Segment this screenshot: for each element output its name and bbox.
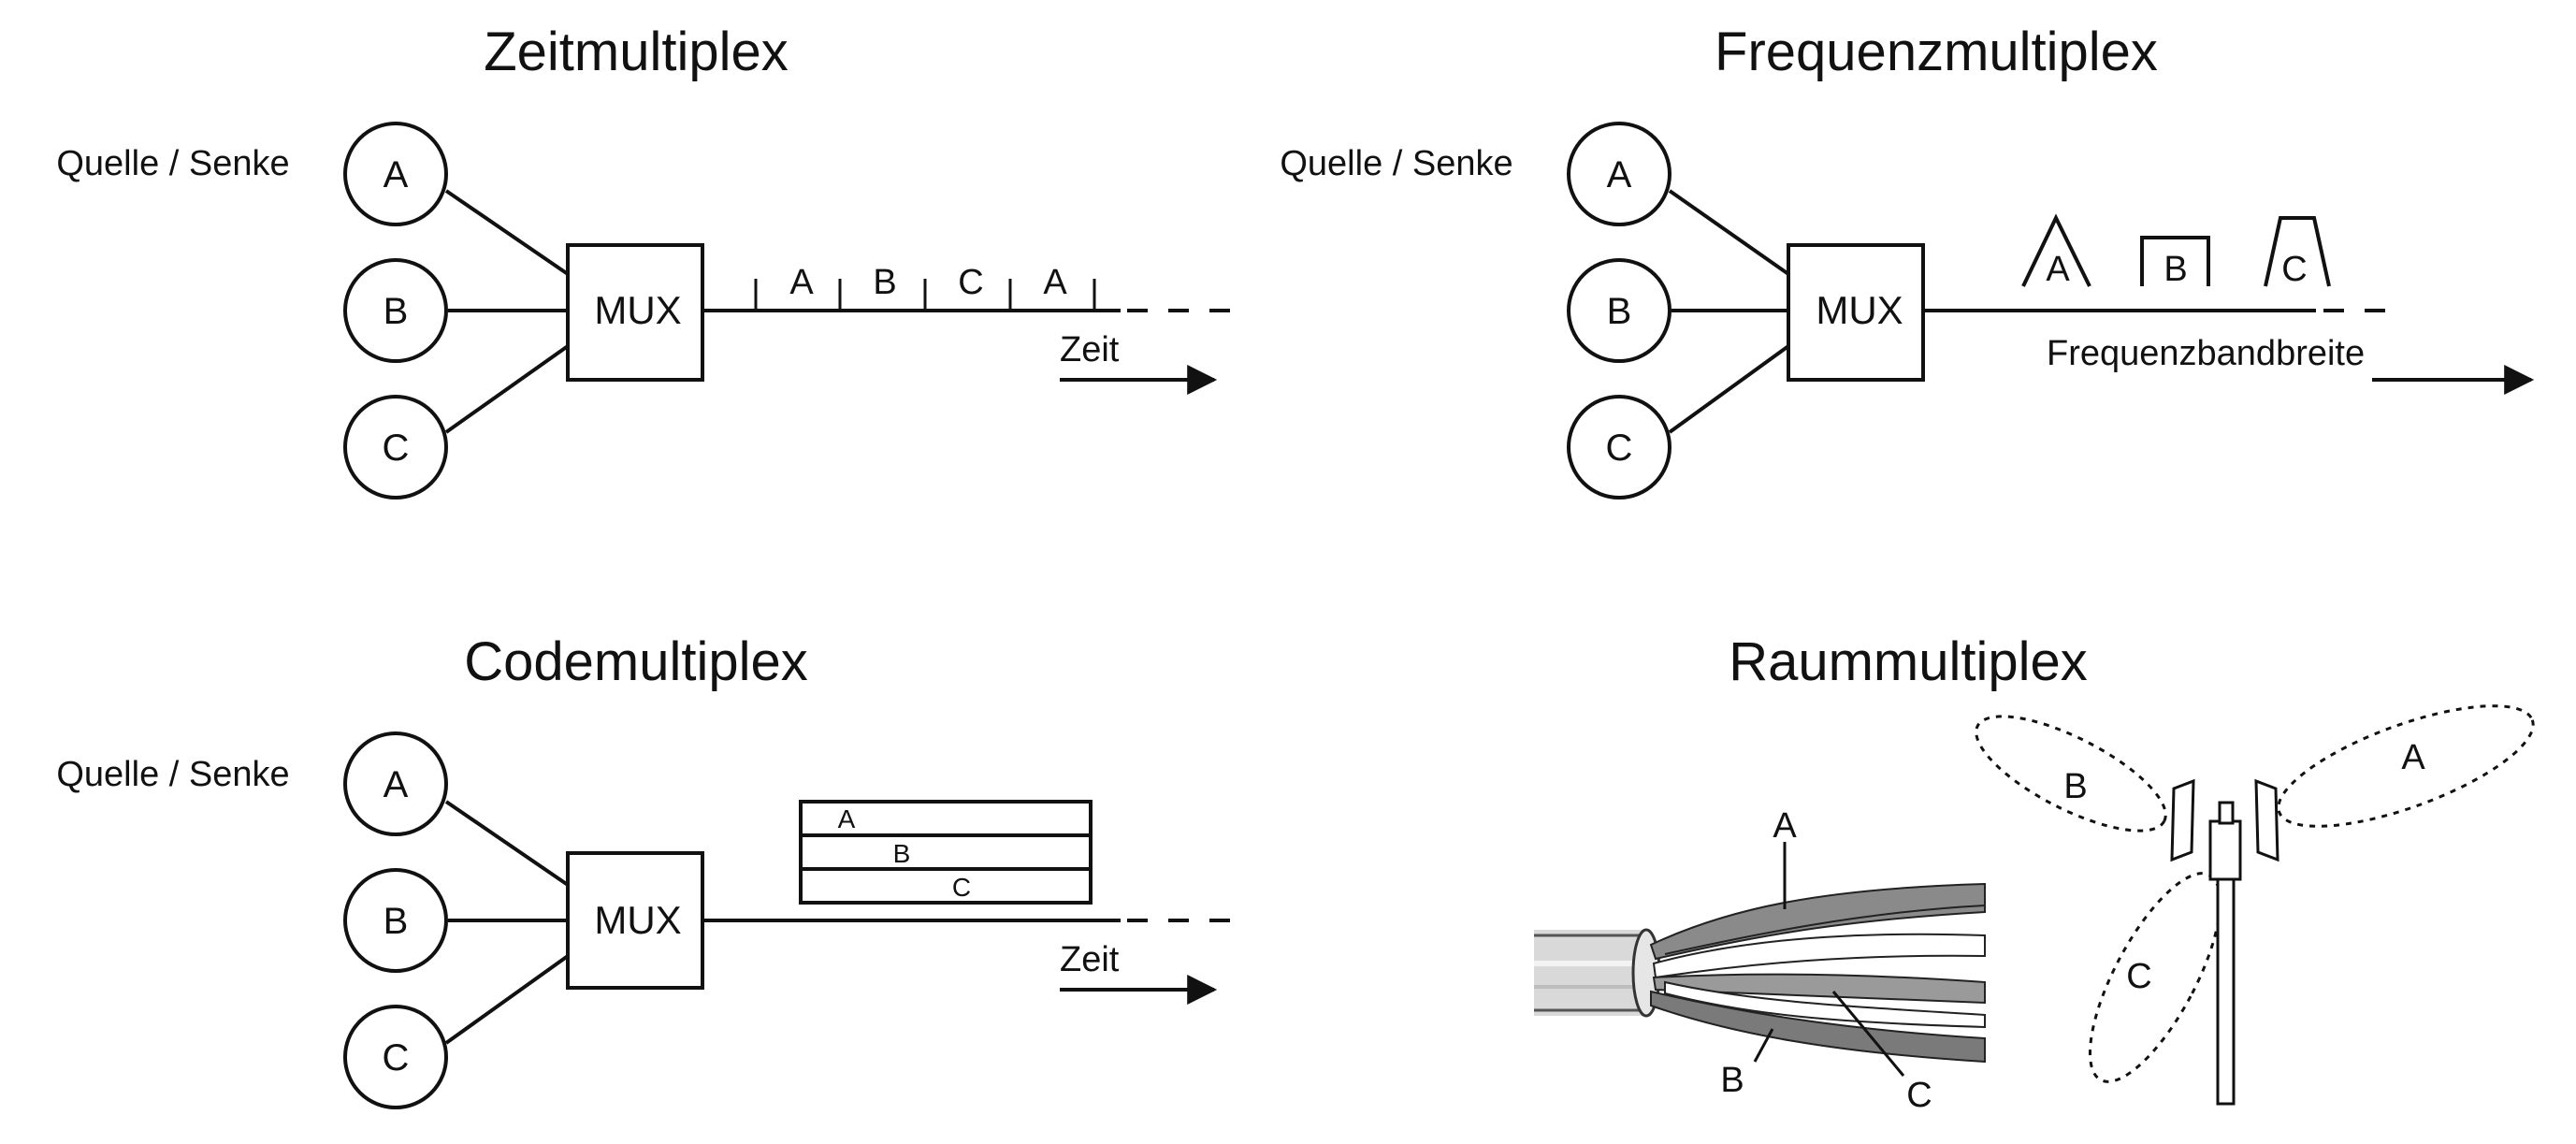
code-source-label: Quelle / Senke xyxy=(56,755,289,794)
cable-pointer-c xyxy=(1831,991,1905,1077)
time-node-b xyxy=(343,258,448,363)
cable-label-b: B xyxy=(1720,1061,1744,1100)
space-multiplex-panel: Raummultiplex A B C xyxy=(1534,631,2535,1115)
frequency-band-a-shape xyxy=(2021,213,2091,287)
time-node-c xyxy=(343,395,448,500)
frequency-node-c xyxy=(1567,395,1672,500)
space-multiplex-title: Raummultiplex xyxy=(1729,631,2088,692)
cable-label-c: C xyxy=(1906,1076,1932,1115)
time-node-c-label: C xyxy=(383,427,410,469)
time-node-a xyxy=(343,122,448,226)
antenna-panel-right xyxy=(2254,778,2279,862)
time-multiplex-panel: Zeitmultiplex Quelle / Senke A B C MUX A… xyxy=(56,22,1239,500)
time-mux-label: MUX xyxy=(594,288,681,332)
cable-label-a: A xyxy=(1773,806,1797,846)
antenna-mast-illustration xyxy=(1975,704,2535,1106)
frequency-multiplex-panel: Frequenzmultiplex Quelle / Senke A B C M… xyxy=(1280,22,2535,500)
frequency-band-c-shape xyxy=(2264,216,2331,287)
code-node-c-label: C xyxy=(383,1037,410,1079)
antenna-lobe-b xyxy=(1975,715,2167,833)
cable-wire xyxy=(1652,973,1986,1005)
antenna-label-c: C xyxy=(2126,957,2151,996)
frequency-band-a-label: A xyxy=(2046,250,2070,289)
cable-wire xyxy=(1650,990,1986,1064)
time-multiplex-title: Zeitmultiplex xyxy=(484,22,789,82)
frequency-axis-label: Frequenzbandbreite xyxy=(2047,334,2365,373)
time-source-label: Quelle / Senke xyxy=(56,144,289,183)
frequency-band-b-label: B xyxy=(2164,250,2187,289)
frequency-link-c xyxy=(1668,344,1790,434)
cable-bundle-illustration xyxy=(1534,882,1986,1064)
cable-jacket xyxy=(1534,930,1644,1016)
code-node-c xyxy=(343,1005,448,1109)
antenna-mast xyxy=(2216,859,2236,1106)
code-b-label: B xyxy=(893,839,911,868)
frequency-band-b-shape xyxy=(2140,236,2210,286)
frequency-source-label: Quelle / Senke xyxy=(1280,144,1512,183)
cable-wire xyxy=(1664,980,1986,1029)
frequency-node-a xyxy=(1567,122,1672,226)
time-slot-a1: A xyxy=(789,263,814,302)
frequency-node-c-label: C xyxy=(1606,427,1633,469)
code-node-a xyxy=(343,731,448,836)
code-a-label: A xyxy=(838,804,856,833)
time-axis-label: Zeit xyxy=(1060,330,1120,369)
frequency-mux-label: MUX xyxy=(1816,288,1903,332)
code-c-label: C xyxy=(952,873,971,902)
code-link-c xyxy=(444,954,570,1045)
antenna-head xyxy=(2208,819,2242,881)
time-link-c xyxy=(444,344,570,434)
cable-wire xyxy=(1652,933,1986,979)
time-slot-a2: A xyxy=(1043,263,1067,302)
frequency-node-a-label: A xyxy=(1607,154,1632,195)
code-node-b-label: B xyxy=(384,901,409,942)
frequency-multiplex-title: Frequenzmultiplex xyxy=(1715,22,2158,82)
code-node-b xyxy=(343,868,448,973)
time-slot-b: B xyxy=(873,263,896,302)
cable-wire-outline xyxy=(1664,905,1986,955)
frequency-node-b-label: B xyxy=(1607,291,1632,332)
code-mux-label: MUX xyxy=(594,898,681,942)
frequency-band-c-label: C xyxy=(2281,250,2307,289)
antenna-tip xyxy=(2218,801,2235,825)
time-link-a xyxy=(444,189,570,276)
cable-pointer-b xyxy=(1753,1028,1774,1063)
code-node-a-label: A xyxy=(384,764,409,805)
code-multiplex-panel: Codemultiplex Quelle / Senke A B C MUX A… xyxy=(56,631,1239,1109)
code-stack-box xyxy=(799,800,1093,905)
frequency-node-b xyxy=(1567,258,1672,363)
code-multiplex-title: Codemultiplex xyxy=(464,631,808,692)
antenna-panel-left xyxy=(2170,778,2195,862)
code-axis-label: Zeit xyxy=(1060,940,1120,979)
time-node-b-label: B xyxy=(384,291,409,332)
antenna-label-a: A xyxy=(2401,738,2425,777)
frequency-link-a xyxy=(1668,189,1790,276)
time-slot-c: C xyxy=(958,263,983,302)
code-link-a xyxy=(444,800,570,887)
time-node-a-label: A xyxy=(384,154,409,195)
antenna-label-b: B xyxy=(2063,767,2087,806)
